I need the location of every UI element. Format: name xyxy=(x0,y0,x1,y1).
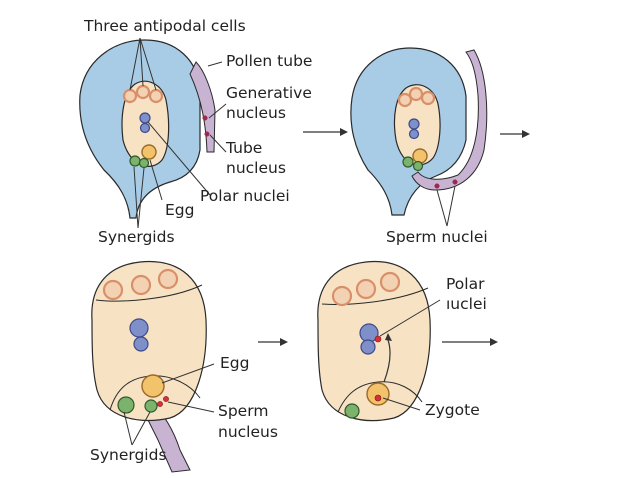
pollen-tube xyxy=(411,49,488,191)
antipodal-divider xyxy=(321,287,429,305)
antipodal-cell xyxy=(355,278,377,300)
label-synergids: Synergids xyxy=(90,446,167,464)
polar-nucleus xyxy=(129,318,149,338)
arrow-right xyxy=(258,338,288,346)
synergid xyxy=(402,156,414,168)
antipodal-cell xyxy=(130,274,152,296)
synergid xyxy=(129,155,141,167)
leader-line xyxy=(208,103,227,119)
label-egg: Egg xyxy=(220,354,249,372)
sperm-cell xyxy=(157,401,163,407)
arrowhead xyxy=(385,333,392,341)
label-polar-nuclei: ıuclei xyxy=(446,295,487,313)
zygote-divider xyxy=(337,381,423,413)
egg-cell xyxy=(141,144,157,160)
zygote-nucleus xyxy=(374,394,382,402)
leader-line xyxy=(129,37,157,91)
label-sperm-nuclei: Sperm nuclei xyxy=(386,228,488,246)
antipodal-divider xyxy=(95,284,203,302)
leader-line xyxy=(161,363,215,384)
antipodal-cell xyxy=(331,285,353,307)
leader-line xyxy=(382,397,421,411)
leader-line xyxy=(436,185,456,227)
egg-cell xyxy=(141,374,165,398)
zygote xyxy=(366,382,390,406)
antipodal-cell xyxy=(408,86,424,102)
label-tube-nucleus: nucleus xyxy=(226,159,286,177)
arrow-right xyxy=(442,338,498,346)
pollen-tube xyxy=(189,61,216,153)
sperm-path-arrow xyxy=(383,339,391,383)
label-tube: Tube xyxy=(225,139,262,157)
antipodal-cell xyxy=(157,268,179,290)
label-generative: Generative xyxy=(226,84,312,102)
label-zygote: Zygote xyxy=(425,401,480,419)
leader-line xyxy=(379,299,441,337)
polar-nucleus xyxy=(133,336,149,352)
synergid xyxy=(344,403,360,419)
label-synergids: Synergids xyxy=(98,228,175,246)
antipodal-cell xyxy=(420,90,436,106)
panel-3: Egg Sperm nucleus Synergids xyxy=(90,260,278,473)
synergid xyxy=(144,399,158,413)
arrow-right xyxy=(500,130,530,138)
sperm-cell xyxy=(434,183,440,189)
synergid xyxy=(412,160,424,172)
label-sperm: Sperm xyxy=(218,402,268,420)
sperm-cell xyxy=(452,179,458,185)
leader-line xyxy=(207,61,223,67)
sperm-cell xyxy=(163,396,169,402)
polar-nucleus xyxy=(139,112,151,124)
leader-line xyxy=(133,166,145,229)
egg-cell xyxy=(412,148,428,164)
polar-nucleus xyxy=(360,339,376,355)
polar-nucleus xyxy=(408,128,420,140)
panel-2: Sperm nuclei xyxy=(350,47,488,246)
antipodal-cell xyxy=(122,88,138,104)
label-pollen-tube: Pollen tube xyxy=(226,52,312,70)
synergid xyxy=(138,157,150,169)
label-generative-nucleus: nucleus xyxy=(226,104,286,122)
antipodal-cell xyxy=(148,88,164,104)
arrow-right xyxy=(303,128,348,136)
label-polar-nuclei: Polar nuclei xyxy=(200,187,290,205)
panel-1: Three antipodal cells Pollen tube Genera… xyxy=(79,17,312,246)
leader-line xyxy=(123,411,151,446)
antipodal-cell xyxy=(397,92,413,108)
panel-4: Polar ıuclei Zygote xyxy=(317,260,487,422)
sperm-nucleus xyxy=(374,335,382,343)
label-egg: Egg xyxy=(165,201,194,219)
antipodal-cell xyxy=(102,279,124,301)
leader-line xyxy=(209,134,227,153)
polar-nucleus xyxy=(408,118,420,130)
antipodal-cell xyxy=(135,84,151,100)
sperm-cell xyxy=(204,131,210,137)
synergid xyxy=(117,396,135,414)
polar-nucleus xyxy=(139,122,151,134)
leader-line xyxy=(167,401,215,413)
label-antipodal: Three antipodal cells xyxy=(83,17,246,35)
antipodal-cell xyxy=(379,271,401,293)
leader-line xyxy=(147,121,211,196)
label-sperm-nucleus: nucleus xyxy=(218,423,278,441)
leader-line xyxy=(149,159,163,201)
label-polar: Polar xyxy=(446,275,485,293)
sperm-cell xyxy=(202,115,208,121)
